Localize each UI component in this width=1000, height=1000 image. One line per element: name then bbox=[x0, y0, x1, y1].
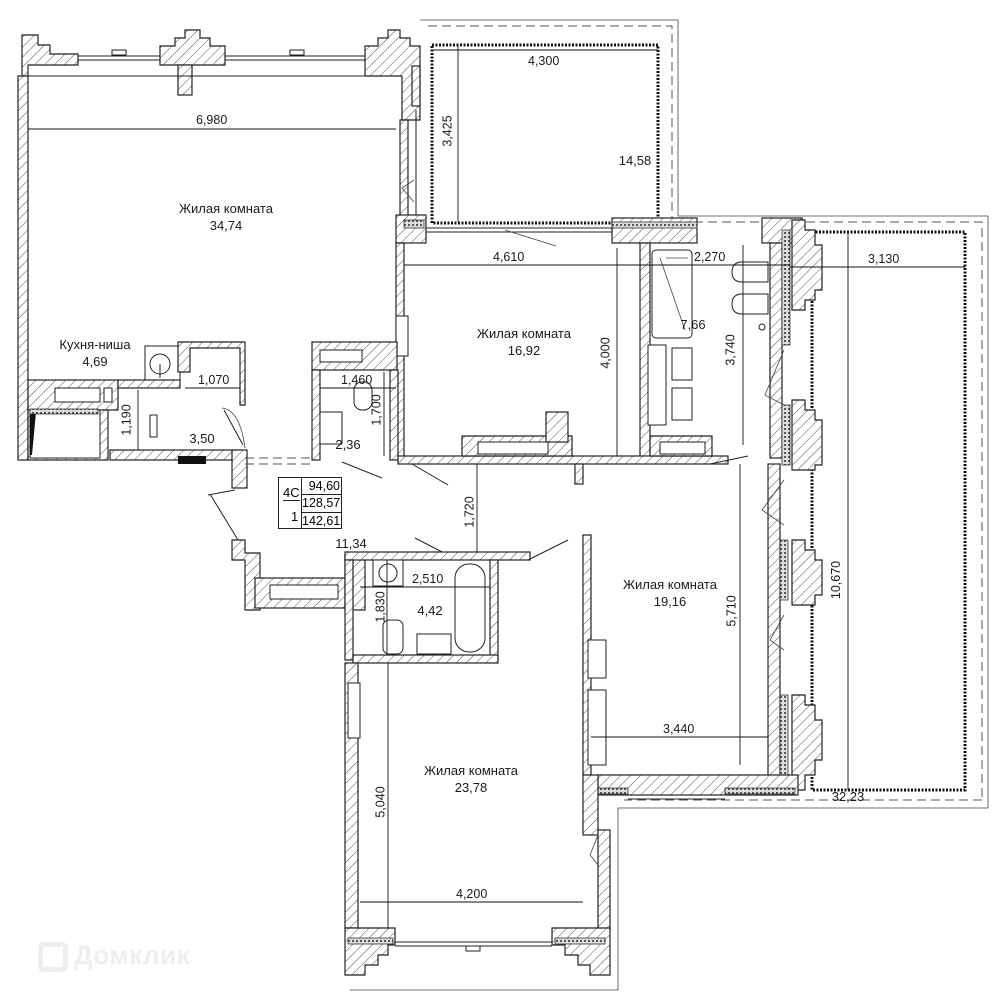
wc-walls bbox=[311, 341, 399, 479]
dim-living2-depth: 4,000 bbox=[598, 337, 613, 369]
dim-living2-width: 4,610 bbox=[493, 250, 525, 264]
area-total: 128,57 bbox=[302, 495, 342, 513]
north-wall bbox=[21, 29, 421, 121]
apartment-type-code: 4С bbox=[283, 485, 300, 501]
dim-balcony-depth: 3,425 bbox=[440, 115, 455, 147]
dim-entry-depth: 1,190 bbox=[119, 404, 134, 436]
room-area: 19,16 bbox=[653, 594, 687, 609]
room-name: Жилая комната bbox=[477, 326, 571, 341]
dim-wc-width: 1,460 bbox=[341, 373, 373, 387]
living1-east-wall bbox=[395, 65, 427, 244]
living3-walls bbox=[582, 463, 823, 800]
area-column: 94,60 128,57 142,61 bbox=[301, 478, 342, 528]
room-name: Жилая комната bbox=[424, 763, 518, 778]
room-kitchen: Кухня-ниша 4,69 bbox=[45, 336, 145, 370]
room-area: 23,78 bbox=[454, 780, 488, 795]
dim-corridor-depth: 1,720 bbox=[462, 496, 477, 528]
terrace-outline bbox=[350, 19, 989, 991]
room-area: 32,23 bbox=[831, 789, 865, 804]
room-living-4: Жилая комната 23,78 bbox=[411, 762, 531, 796]
room-area: 16,92 bbox=[507, 343, 541, 358]
room-living-3: Жилая комната 19,16 bbox=[610, 576, 730, 610]
dim-master-bath-width: 2,270 bbox=[694, 250, 726, 264]
domclick-logo-icon bbox=[38, 942, 68, 973]
dim-entry-width: 1,070 bbox=[198, 373, 230, 387]
room-area: 3,50 bbox=[189, 431, 215, 446]
living4-walls bbox=[344, 662, 611, 976]
room-area: 4,42 bbox=[417, 603, 443, 618]
balcony-south-wall bbox=[395, 217, 698, 459]
room-area: 11,34 bbox=[335, 536, 367, 551]
dim-master-bath-depth: 3,740 bbox=[723, 334, 738, 366]
room-living-1: Жилая комната 34,74 bbox=[166, 200, 286, 234]
area-with-balconies: 142,61 bbox=[302, 513, 341, 528]
dim-balcony-width: 4,300 bbox=[528, 54, 560, 68]
room-hall: 11,34 bbox=[328, 535, 374, 552]
watermark-text: Домклик bbox=[74, 940, 190, 970]
kitchen-entry-walls bbox=[27, 341, 248, 489]
room-entry-closet: 3,50 bbox=[182, 430, 222, 447]
dim-wc-depth: 1,700 bbox=[369, 394, 384, 426]
dim-living4-width: 4,200 bbox=[456, 887, 488, 901]
dim-terrace-width: 3,130 bbox=[868, 252, 900, 266]
room-master-bath: 7,66 bbox=[675, 316, 711, 333]
room-bathroom: 4,42 bbox=[410, 602, 450, 619]
dim-bath-depth: 1,830 bbox=[373, 591, 388, 623]
dim-living3-width: 3,440 bbox=[663, 722, 695, 736]
apartment-info-box: 4С 1 94,60 128,57 142,61 bbox=[278, 477, 342, 529]
master-bath-walls bbox=[639, 217, 823, 471]
room-area: 7,66 bbox=[680, 317, 706, 332]
room-living-2: Жилая комната 16,92 bbox=[464, 325, 584, 359]
room-name: Кухня-ниша bbox=[59, 337, 131, 352]
dim-living1-width: 6,980 bbox=[196, 113, 228, 127]
master-bath-fixtures bbox=[647, 249, 769, 426]
area-living: 94,60 bbox=[302, 478, 342, 496]
dim-bath-width: 2,510 bbox=[412, 572, 444, 586]
dim-living4-depth: 5,040 bbox=[373, 786, 388, 818]
apartment-rooms: 1 bbox=[291, 509, 299, 524]
dim-terrace-length: 10,670 bbox=[829, 560, 844, 600]
room-area: 2,36 bbox=[335, 437, 361, 452]
dim-living3-depth: 5,710 bbox=[724, 595, 739, 627]
room-area: 4,69 bbox=[82, 354, 108, 369]
bathroom-walls bbox=[344, 539, 569, 664]
room-name: Жилая комната bbox=[623, 577, 717, 592]
room-area: 14,58 bbox=[618, 153, 652, 168]
room-wc: 2,36 bbox=[328, 436, 368, 453]
dimension-lines bbox=[28, 45, 965, 928]
room-area: 34,74 bbox=[209, 218, 243, 233]
corridor-wall bbox=[245, 411, 749, 486]
room-terrace: 32,23 bbox=[823, 788, 873, 805]
west-wall bbox=[17, 75, 29, 461]
room-name: Жилая комната bbox=[179, 201, 273, 216]
domclick-watermark: Домклик bbox=[38, 940, 190, 973]
room-balcony-top: 14,58 bbox=[610, 152, 660, 169]
